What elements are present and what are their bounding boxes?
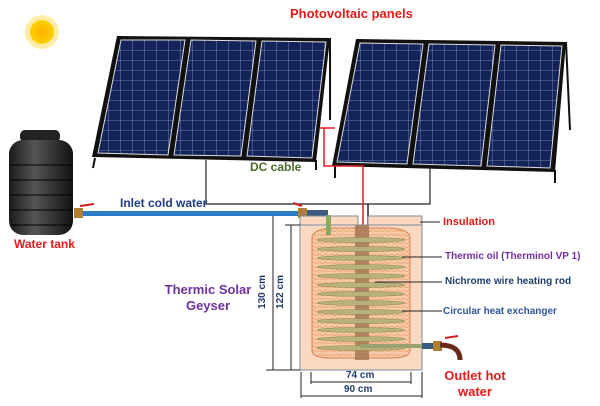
label-nichrome-rod: Nichrome wire heating rod xyxy=(445,276,572,287)
coil-turn xyxy=(316,246,406,252)
pv-panel-array-right xyxy=(332,39,571,183)
label-dc-cable: DC cable xyxy=(250,160,302,174)
dim-outer-height: 130 cm xyxy=(256,275,268,309)
label-heat-exchanger: Circular heat exchanger xyxy=(443,306,557,317)
coil-turn xyxy=(316,336,406,342)
label-insulation: Insulation xyxy=(443,216,495,228)
coil-turn xyxy=(316,273,406,279)
sun-icon xyxy=(25,15,59,49)
water-tank-icon xyxy=(9,130,73,235)
valve-icon xyxy=(292,202,307,218)
coil-turn xyxy=(316,300,406,306)
coil-turn xyxy=(316,282,406,288)
coil-turn xyxy=(316,327,406,333)
coil-turn xyxy=(316,291,406,297)
heat-exchanger-coils xyxy=(316,237,406,351)
outlet-line1: Outlet hot xyxy=(444,368,506,383)
label-thermic-oil: Thermic oil (Therminol VP 1) xyxy=(445,251,581,262)
outlet-valve-icon xyxy=(433,335,463,361)
pv-panel-array-left xyxy=(92,36,331,170)
valve-icon xyxy=(74,203,95,218)
coil-turn xyxy=(316,264,406,270)
outlet-line2: water xyxy=(458,384,492,399)
label-water-tank: Water tank xyxy=(14,237,75,251)
coil-turn xyxy=(316,318,406,324)
coil-turn xyxy=(316,237,406,243)
title-photovoltaic-panels: Photovoltaic panels xyxy=(290,6,413,21)
dimension-lines xyxy=(266,216,442,398)
coil-turn xyxy=(316,309,406,315)
inlet-pipe xyxy=(76,211,306,216)
coil-turn xyxy=(316,255,406,261)
label-inlet-cold-water: Inlet cold water xyxy=(120,196,208,210)
dim-inner-width: 74 cm xyxy=(346,370,375,381)
dim-inner-height: 122 cm xyxy=(274,275,286,309)
dim-outer-width: 90 cm xyxy=(344,384,373,395)
geyser-line2: Geyser xyxy=(185,298,231,313)
geyser-line1: Thermic Solar xyxy=(164,282,252,297)
dc-cable xyxy=(205,160,431,205)
red-wire xyxy=(320,127,364,232)
